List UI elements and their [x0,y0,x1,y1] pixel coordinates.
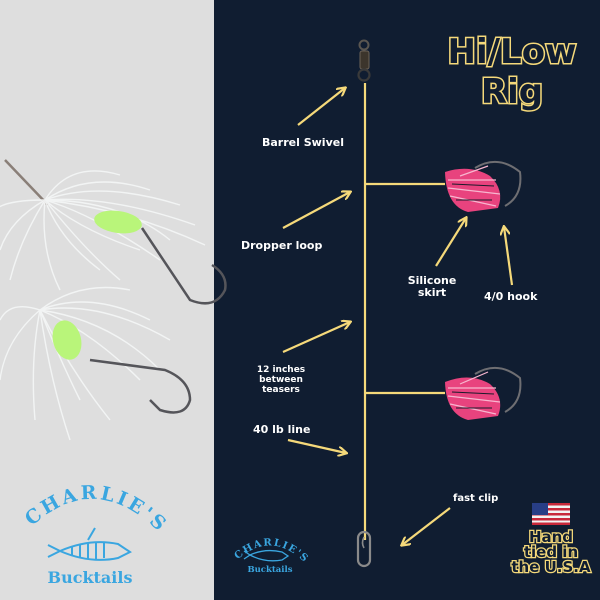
arrow-hook [504,227,514,286]
brand-subtitle-large: Bucktails [48,568,133,587]
fast-clip-icon [356,530,372,568]
page-title: Hi/Low Rig [432,31,592,114]
label-fast-clip: fast clip [453,493,499,504]
label-spacing: 12 inches between teasers [256,365,306,395]
barrel-swivel-icon [357,39,371,82]
glow-bead-icon [94,210,142,234]
label-barrel-swivel: Barrel Swivel [262,136,344,149]
arrow-line-weight [287,438,346,453]
pointer-arrows [282,88,514,545]
brand-logo-small: CHARLIE'S Bucktails [233,537,310,575]
label-hook: 4/0 hook [484,290,538,303]
label-dropper-loop: Dropper loop [241,239,323,252]
silicone-skirt-teaser-lower [445,367,522,420]
title-line-1: Hi/Low [446,31,578,74]
title-line-2: Rig [479,71,544,114]
label-silicone-skirt: Silicone skirt [407,274,457,299]
svg-text:CHARLIE'S: CHARLIE'S [21,482,173,537]
teaser-photo [0,159,227,441]
rig-diagram-panel [214,0,600,600]
hand-tied-badge: Hand tied in the U.S.A [510,528,592,576]
skeleton-fish-icon [47,527,132,561]
arrow-dropper-loop [282,192,350,229]
glow-bead-icon [52,320,82,360]
skeleton-fish-icon [243,549,290,562]
us-flag-icon [532,503,570,525]
label-line-weight: 40 lb line [253,423,311,436]
brand-subtitle-small: Bucktails [247,565,292,575]
product-photo-panel [0,0,214,600]
arrow-barrel-swivel [297,88,345,126]
silicone-skirt-teaser-upper [445,161,522,212]
arrow-spacing [282,322,350,354]
arrow-silicone-skirt [435,218,466,267]
brand-logo-large: CHARLIE'S Bucktails [21,482,173,587]
arrow-fast-clip [402,507,451,545]
